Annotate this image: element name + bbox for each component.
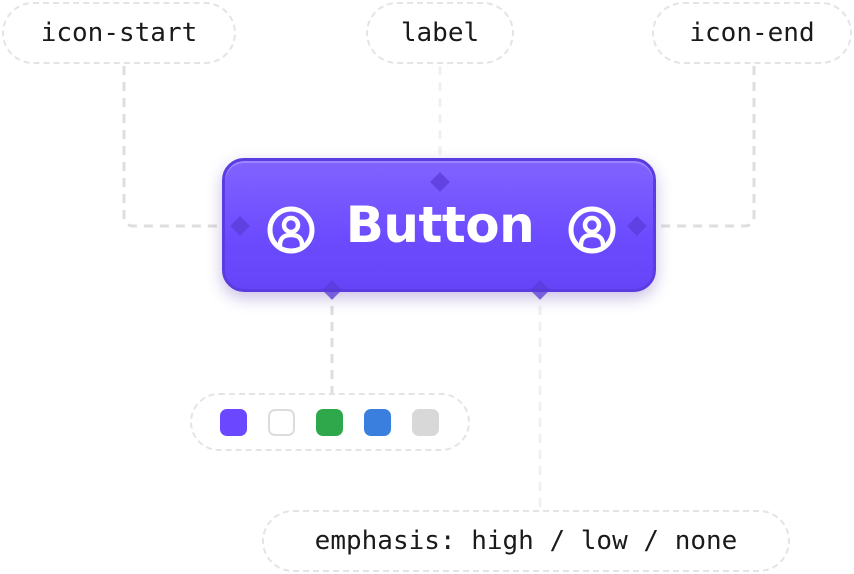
- connector-icon-start: [122, 66, 224, 228]
- anchor-marker-label: [430, 172, 450, 192]
- color-swatch[interactable]: [316, 409, 343, 436]
- button-label: Button: [345, 196, 535, 254]
- color-swatches: [190, 393, 470, 451]
- color-swatch[interactable]: [220, 409, 247, 436]
- anchor-marker-icon-start: [230, 216, 250, 236]
- connector-icon-end: [654, 66, 756, 228]
- user-circle-icon: [265, 204, 317, 256]
- icon-end-annotation: icon-end: [652, 2, 852, 64]
- anchor-marker-icon-end: [627, 216, 647, 236]
- color-swatch[interactable]: [412, 409, 439, 436]
- anchor-marker-fill: [322, 280, 342, 300]
- anchor-marker-emphasis: [530, 280, 550, 300]
- color-swatch[interactable]: [268, 409, 295, 436]
- color-swatch[interactable]: [364, 409, 391, 436]
- icon-start-annotation: icon-start: [2, 2, 236, 64]
- emphasis-annotation: emphasis: high / low / none: [262, 510, 790, 572]
- user-circle-icon: [566, 204, 618, 256]
- label-annotation: label: [366, 2, 514, 64]
